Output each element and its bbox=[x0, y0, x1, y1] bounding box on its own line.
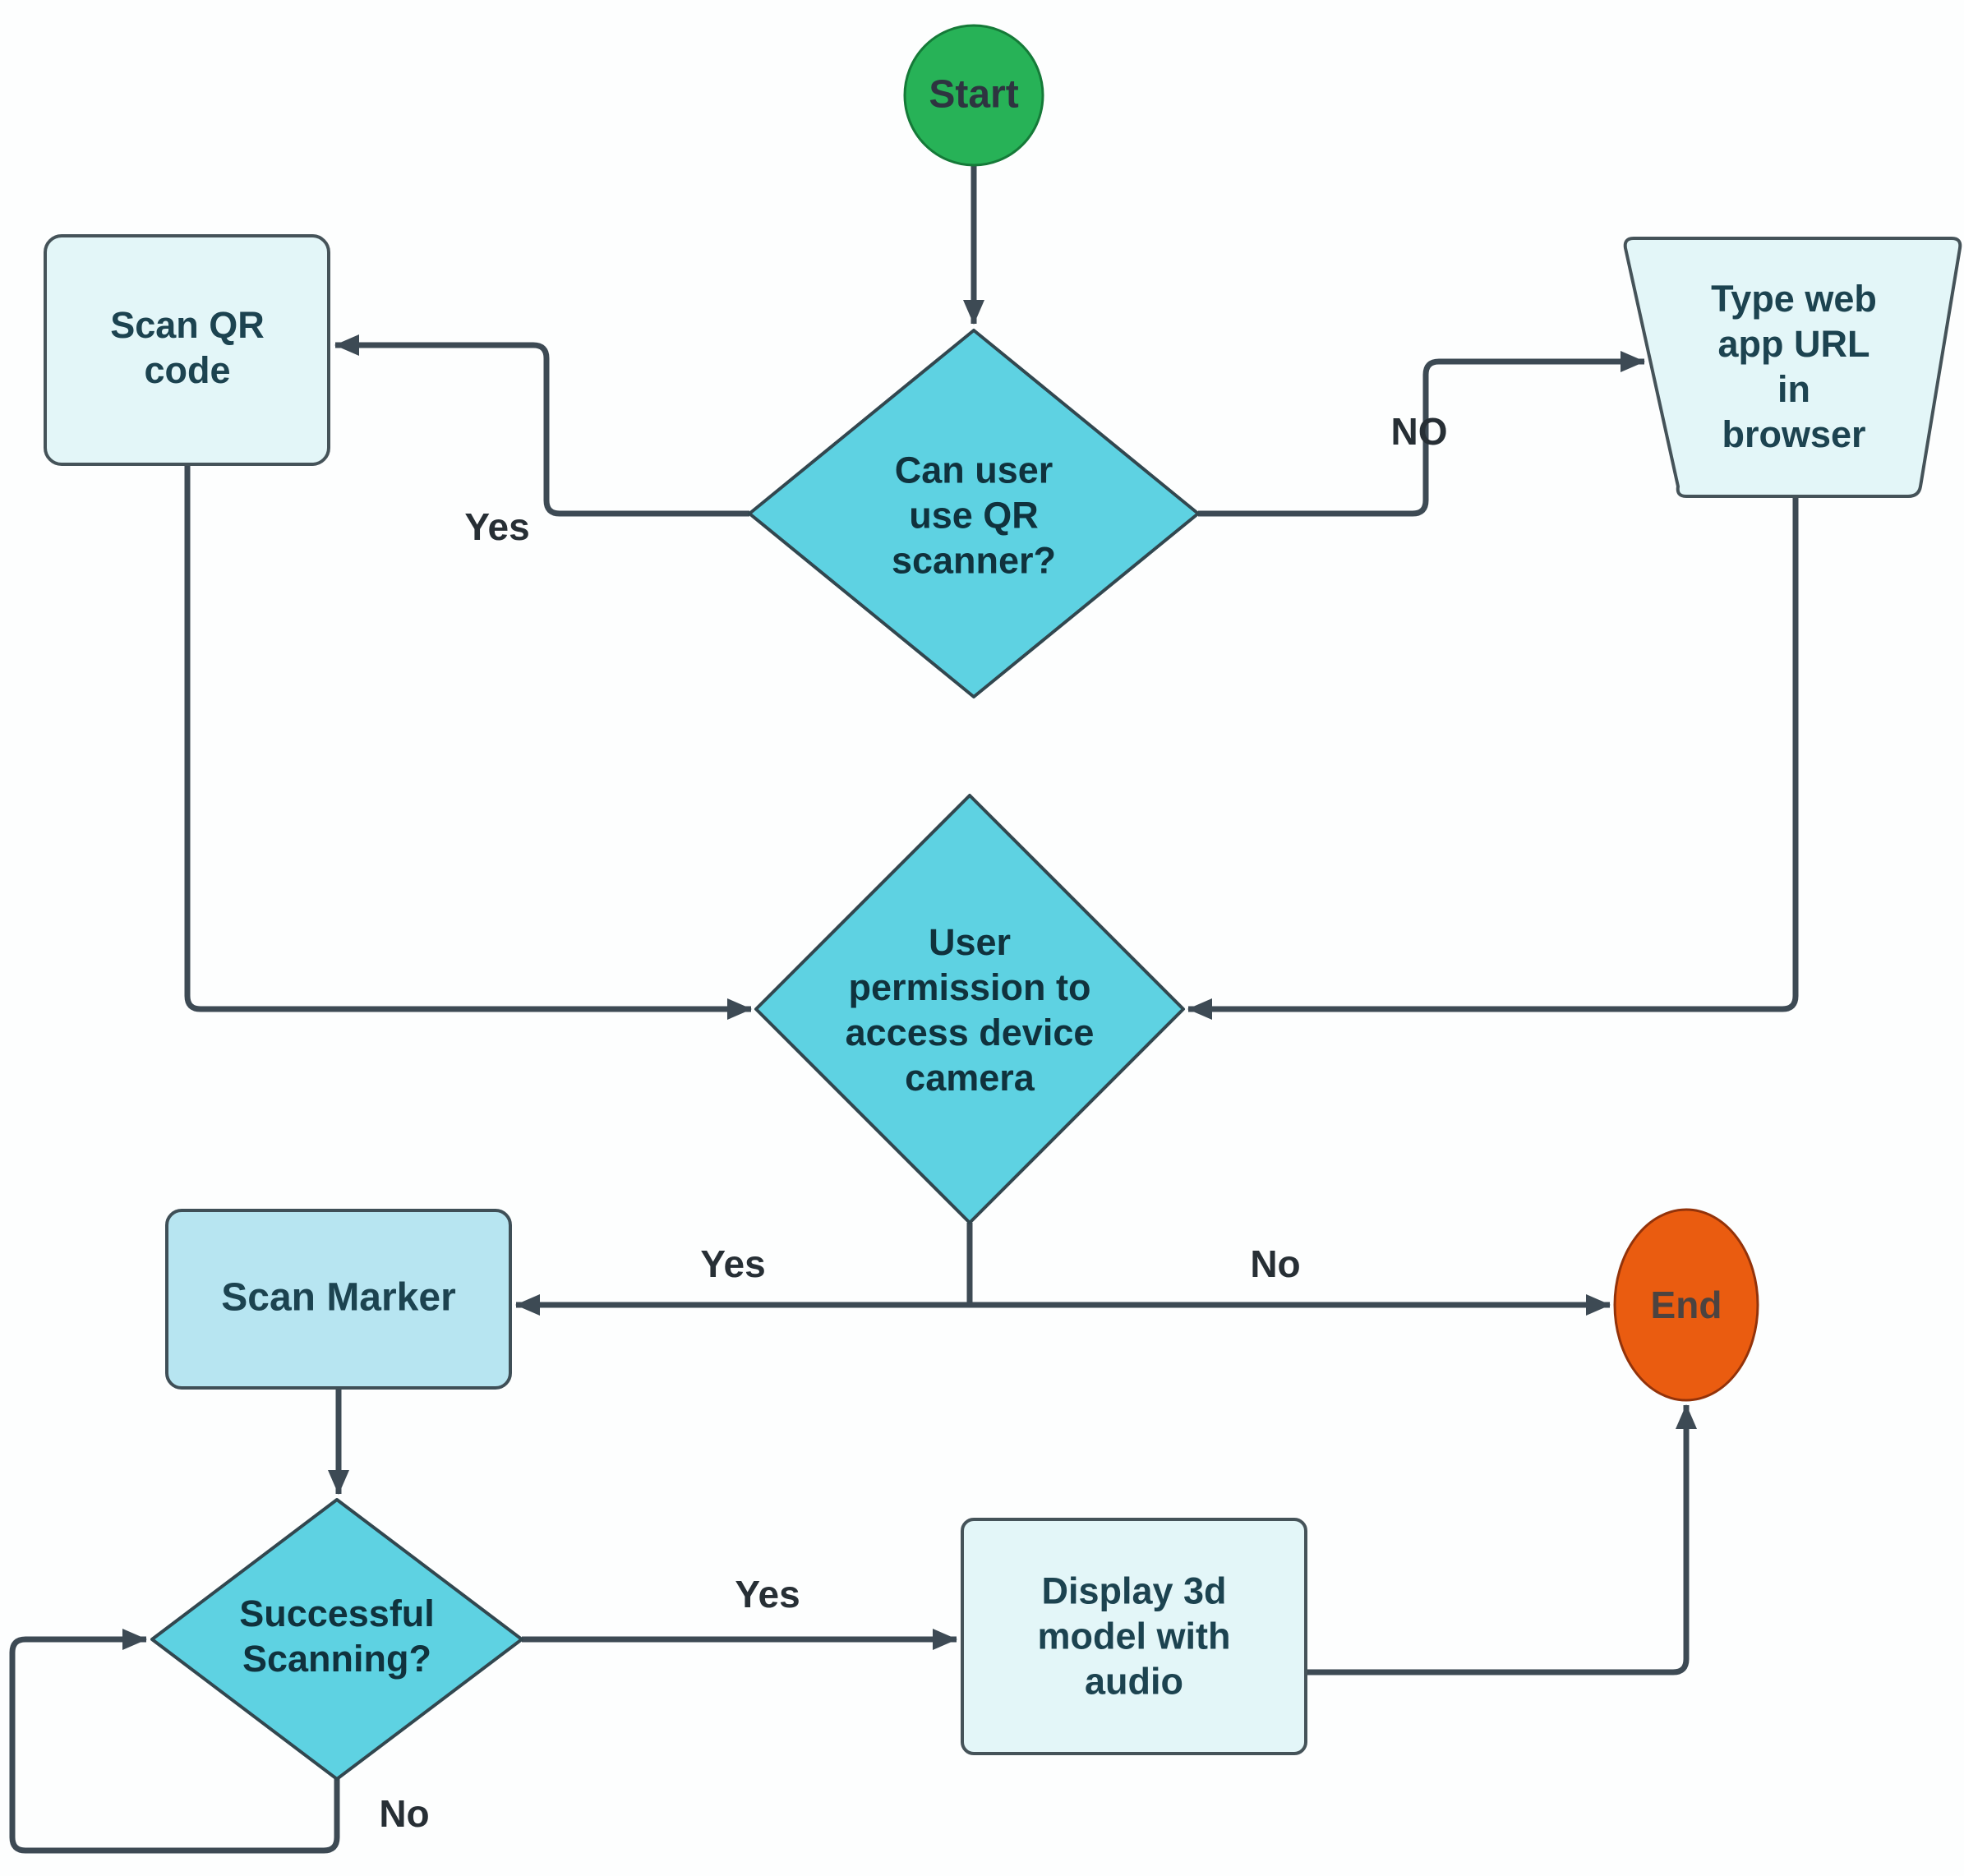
edge-type-url-to-permission-decision bbox=[1187, 496, 1799, 1020]
process-scan-qr-code-label: Scan QR code bbox=[110, 304, 265, 391]
decision-successful-scanning-label: Successful Scanning? bbox=[239, 1593, 435, 1680]
decision-user-permission-camera-label: User permission to access device camera bbox=[845, 921, 1095, 1099]
input-type-web-app-url bbox=[1623, 237, 1962, 498]
decision-can-use-qr-scanner-label: Can user use QR scanner? bbox=[891, 449, 1057, 582]
edge-scan-qr-code-to-permission-decision bbox=[184, 464, 752, 1020]
edge-label-scanning-no: No bbox=[379, 1791, 430, 1835]
edge-label-scanning-yes: Yes bbox=[735, 1572, 800, 1616]
edge-qr-yes-to-scan-qr-code bbox=[334, 334, 749, 517]
start-node bbox=[903, 24, 1044, 167]
decision-can-use-qr-scanner bbox=[748, 329, 1200, 698]
process-display-3d-model bbox=[961, 1518, 1307, 1755]
process-display-3d-model-label: Display 3d model with audio bbox=[1037, 1569, 1231, 1703]
start-node-label: Start bbox=[929, 72, 1019, 117]
edge-label-permission-yes: Yes bbox=[700, 1242, 766, 1285]
edge-label-qr-no: NO bbox=[1390, 409, 1448, 453]
edge-qr-no-to-type-url bbox=[1198, 351, 1645, 517]
edge-label-permission-no: No bbox=[1250, 1242, 1301, 1285]
edge-display-model-to-end bbox=[1306, 1404, 1697, 1675]
end-node bbox=[1613, 1208, 1759, 1402]
process-scan-marker bbox=[165, 1209, 512, 1390]
decision-user-permission-camera bbox=[754, 794, 1185, 1224]
process-scan-marker-label: Scan Marker bbox=[221, 1275, 456, 1320]
end-node-label: End bbox=[1650, 1283, 1722, 1326]
input-type-web-app-url-label: Type web app URL in browser bbox=[1711, 278, 1877, 455]
process-scan-qr-code bbox=[44, 234, 330, 466]
edge-scanning-no-loop bbox=[9, 1629, 340, 1854]
decision-successful-scanning bbox=[150, 1498, 523, 1781]
edge-label-qr-yes: Yes bbox=[464, 505, 530, 548]
